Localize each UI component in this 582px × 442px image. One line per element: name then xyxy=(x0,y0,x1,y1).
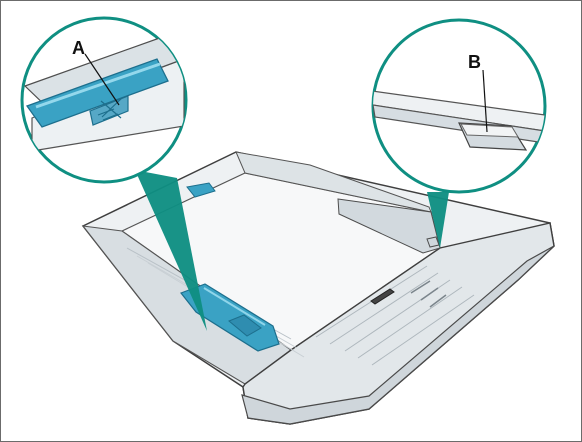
side-guide-clip xyxy=(228,314,262,337)
callout-b-label: B xyxy=(468,52,481,72)
callout-a-label: A xyxy=(72,38,85,58)
tray-right-rail xyxy=(337,198,441,254)
callout-b-connector xyxy=(427,192,449,248)
tray-front-lip xyxy=(241,245,555,425)
magnified-a-latch-x-2 xyxy=(101,97,123,118)
callout-b-leader xyxy=(482,69,488,133)
magnified-a-guide-highlight xyxy=(35,62,161,109)
magnified-a-latch-line-2 xyxy=(102,113,119,121)
front-rib-2 xyxy=(329,272,439,345)
callout-a-leader xyxy=(84,53,120,106)
side-paper-guide xyxy=(180,283,280,352)
front-marking-1 xyxy=(410,280,431,294)
side-guide-body xyxy=(180,283,280,352)
callout-b-circle xyxy=(371,18,547,194)
callout-a-connector xyxy=(135,170,207,331)
front-marking-2 xyxy=(420,287,439,301)
back-guide-blue xyxy=(186,182,216,198)
callout-a-circle xyxy=(20,16,188,184)
magnified-b-stopper-top xyxy=(460,123,519,138)
front-marking-3 xyxy=(429,294,447,308)
magnified-a-blue-guide xyxy=(25,58,169,128)
tray-back-rim xyxy=(235,151,432,213)
magnified-b-rail-top xyxy=(373,90,545,132)
side-guide-highlight xyxy=(203,287,266,326)
front-rib-5 xyxy=(371,294,475,366)
right-stopper xyxy=(426,236,440,248)
release-latch xyxy=(370,288,395,305)
magnified-a-latch-x-1 xyxy=(100,100,122,119)
front-rib-4 xyxy=(357,286,463,359)
